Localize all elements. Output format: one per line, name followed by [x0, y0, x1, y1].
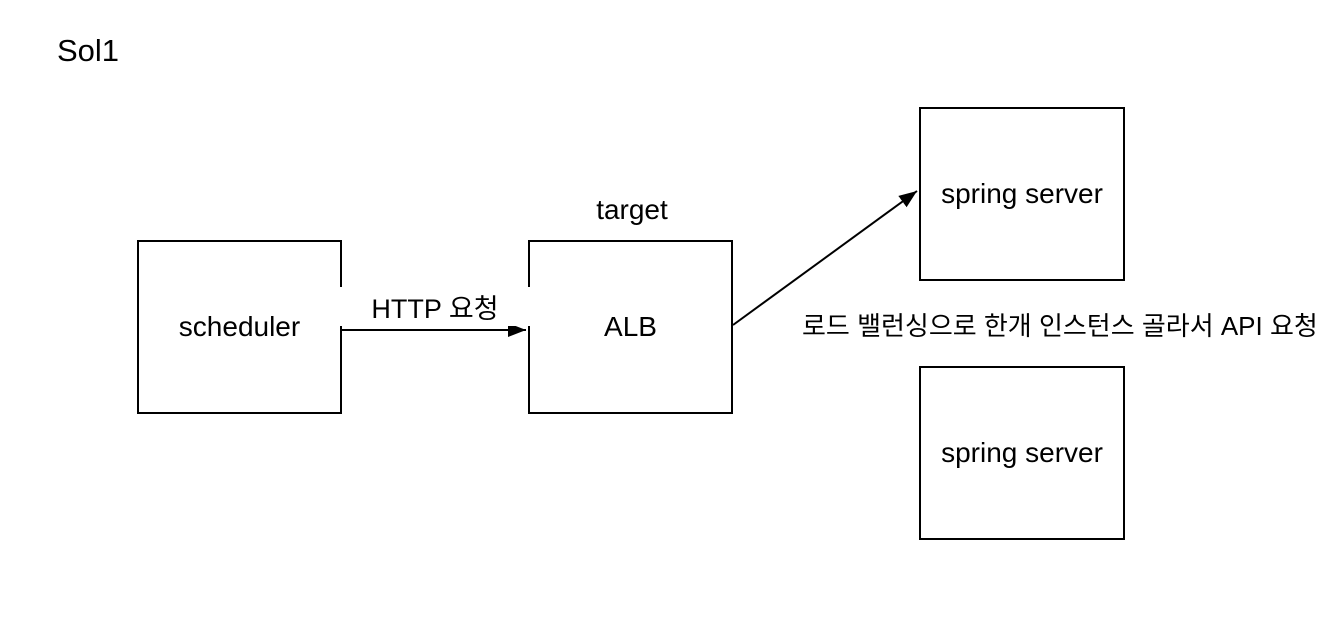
edge-label-load-balancing: 로드 밸런싱으로 한개 인스턴스 골라서 API 요청 — [802, 306, 1318, 343]
edge-label-http-request: HTTP 요청 — [335, 287, 535, 326]
edge-alb-to-spring-server — [732, 190, 918, 326]
node-alb-caption-target: target — [596, 194, 668, 225]
node-scheduler-label: scheduler — [178, 311, 301, 342]
node-alb: ALB — [528, 240, 733, 414]
node-spring-server-2-label: spring server — [941, 437, 1103, 468]
node-spring-server-2: spring server — [919, 366, 1125, 540]
node-alb-label: ALB — [604, 311, 657, 342]
diagram-title: Sol1 — [57, 33, 120, 68]
node-spring-server-1-label: spring server — [941, 178, 1103, 209]
node-spring-server-1: spring server — [919, 107, 1125, 281]
node-scheduler: scheduler — [137, 240, 342, 414]
